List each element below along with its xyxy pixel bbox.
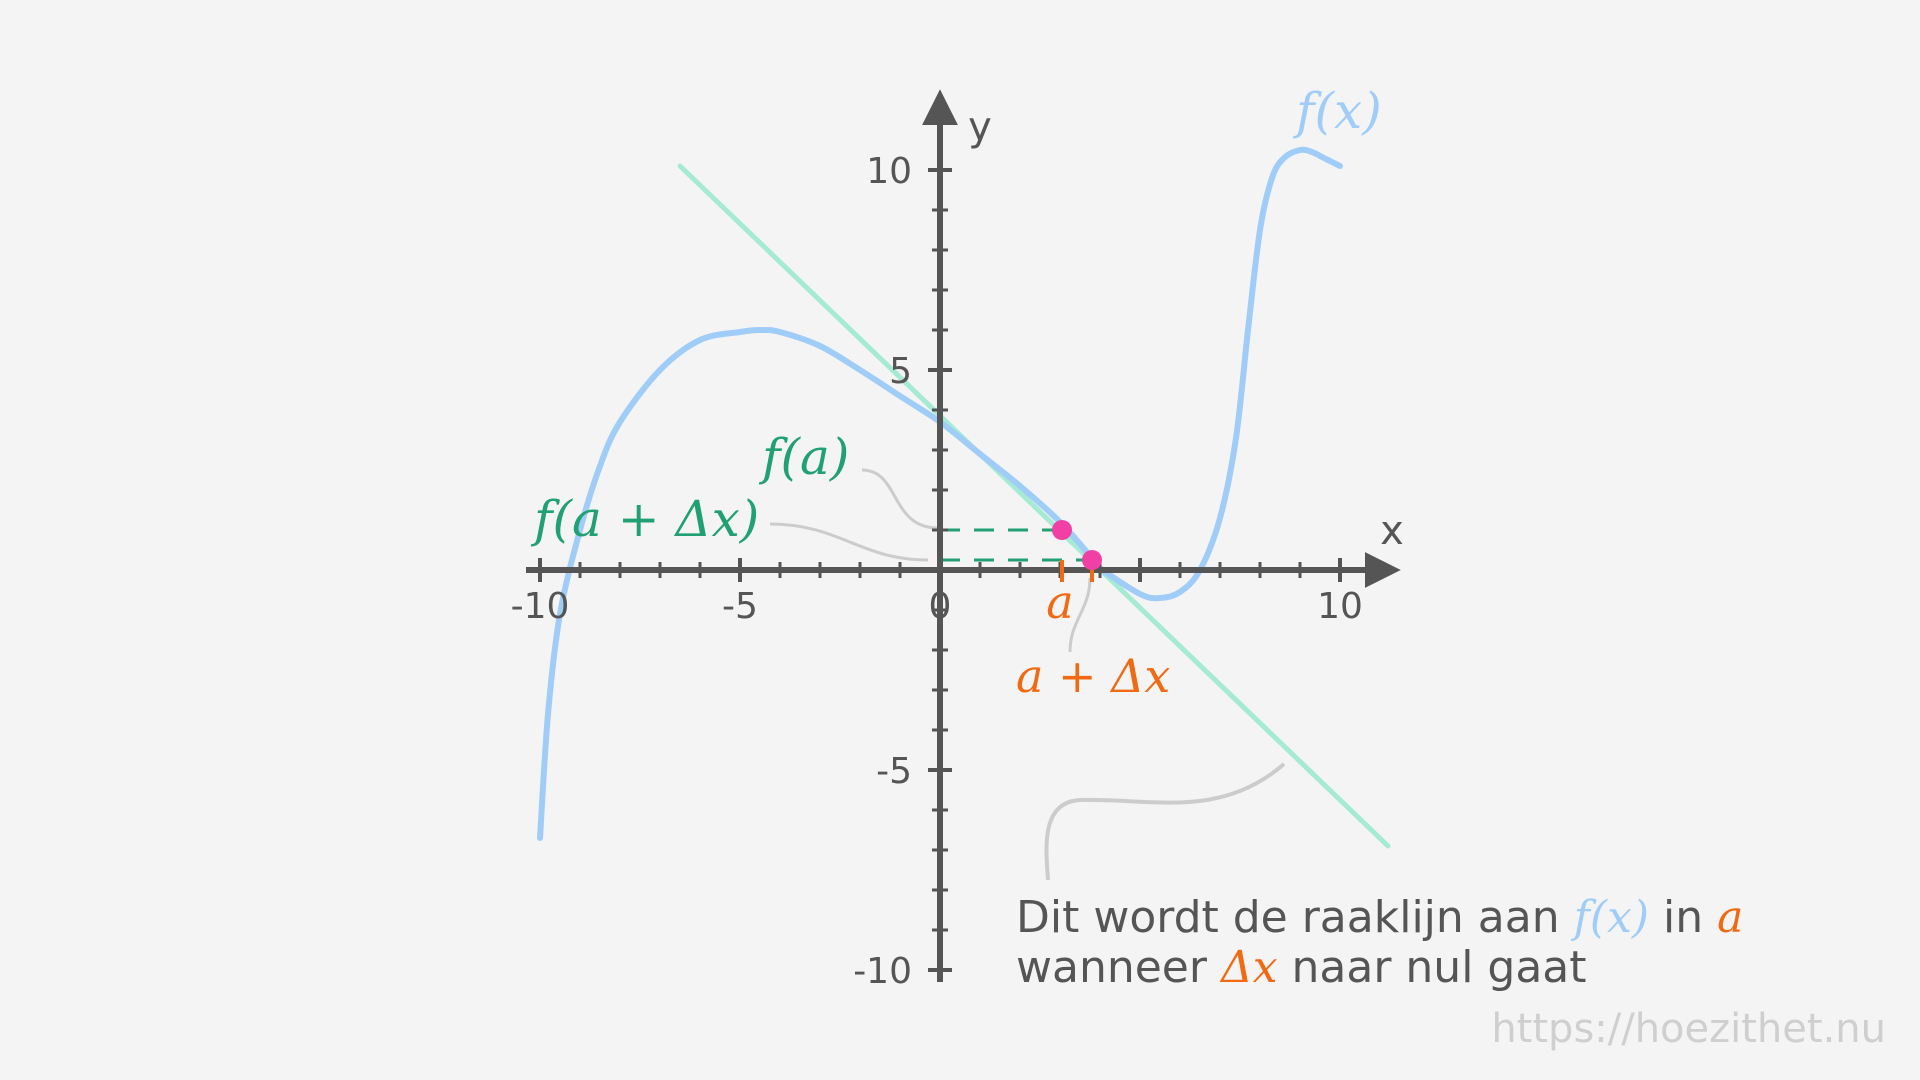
x-axis-label: x: [1380, 508, 1404, 554]
y-tick-labels: 10 5 -5 -10: [853, 151, 912, 992]
y-tick-label: -10: [853, 951, 912, 992]
caption-line-1: Dit wordt de raaklijn aan f(x) in a: [1016, 892, 1743, 943]
caption-text-3: wanneer: [1016, 942, 1221, 993]
x-tick-label: 0: [929, 586, 952, 627]
y-axis-label: y: [968, 104, 992, 150]
f-x-label: f(x): [1292, 82, 1382, 140]
caption-math-dx: Δx: [1219, 942, 1278, 993]
watermark: https://hoezithet.nu: [1491, 1006, 1886, 1052]
f-curve: [537, 146, 1343, 841]
x-tick-label: 10: [1317, 586, 1363, 627]
caption-math-fx: f(x): [1571, 892, 1649, 943]
caption-math-a: a: [1717, 892, 1743, 943]
caption-text-2: in: [1649, 892, 1717, 943]
y-tick-label: -5: [876, 751, 912, 792]
tangent-line: [677, 163, 1391, 849]
leader-a-dx: [1068, 577, 1092, 653]
point-a: [1052, 520, 1072, 540]
y-tick-label: 5: [889, 351, 912, 392]
f-a-dx-label: f(a + Δx): [530, 490, 759, 548]
a-label: a: [1046, 575, 1073, 629]
x-tick-label: -5: [722, 586, 758, 627]
caption-text-1: Dit wordt de raaklijn aan: [1016, 892, 1574, 943]
y-axis-ticks: [928, 168, 952, 972]
leader-f-a: [861, 468, 939, 530]
caption-text-4: naar nul gaat: [1278, 942, 1587, 993]
a-dx-label: a + Δx: [1016, 649, 1170, 703]
x-tick-labels: -10 -5 0 10: [511, 586, 1363, 627]
x-tick-label: -10: [511, 586, 570, 627]
leader-tangent: [1044, 762, 1286, 881]
y-tick-label: 10: [866, 151, 912, 192]
caption-line-2: wanneer Δx naar nul gaat: [1016, 942, 1587, 993]
point-a-dx: [1082, 550, 1102, 570]
leader-f-a-dx: [769, 522, 929, 562]
f-a-label: f(a): [758, 428, 849, 486]
